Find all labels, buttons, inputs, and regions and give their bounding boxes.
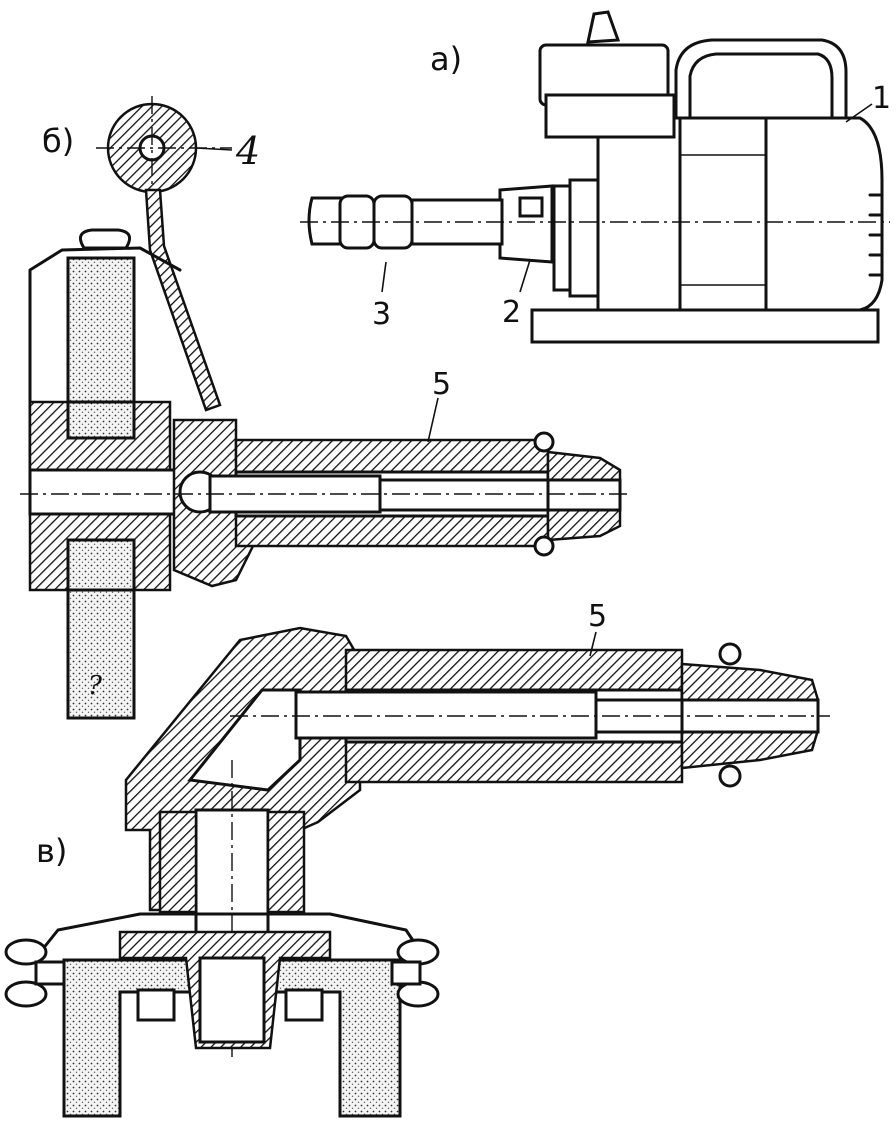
support-arm bbox=[144, 188, 222, 412]
wheel-guard bbox=[28, 246, 182, 472]
view-a-caption: а) bbox=[430, 40, 462, 78]
callout-1: 1 bbox=[872, 81, 891, 116]
callout-2: 2 bbox=[502, 295, 521, 330]
cable-gland bbox=[586, 10, 621, 44]
wing-nut-left bbox=[4, 938, 66, 1008]
spindle bbox=[28, 468, 182, 516]
wing-nut-right bbox=[390, 938, 440, 1008]
carry-handle bbox=[674, 38, 848, 120]
cup-guard bbox=[32, 912, 428, 962]
view-c-caption: в) bbox=[36, 832, 67, 870]
callout-3: 3 bbox=[372, 297, 391, 332]
view-c-angle-grinder bbox=[4, 626, 830, 1118]
callout-5-upper: 5 bbox=[432, 367, 451, 402]
motor-housing bbox=[596, 116, 768, 312]
terminal-box-base bbox=[544, 93, 676, 139]
view-a-motor bbox=[300, 10, 890, 344]
callout-4: 4 bbox=[235, 129, 260, 173]
disc-marking: ? bbox=[88, 671, 103, 701]
motor-flange bbox=[568, 178, 600, 298]
motor-base bbox=[530, 308, 880, 344]
callout-5-lower: 5 bbox=[588, 599, 607, 634]
drive-shaft-lower bbox=[294, 690, 598, 740]
view-b-grinder bbox=[20, 96, 630, 720]
wing-nut-top bbox=[78, 228, 132, 250]
motor-end-cap bbox=[764, 116, 884, 312]
view-b-caption: б) bbox=[42, 122, 74, 160]
